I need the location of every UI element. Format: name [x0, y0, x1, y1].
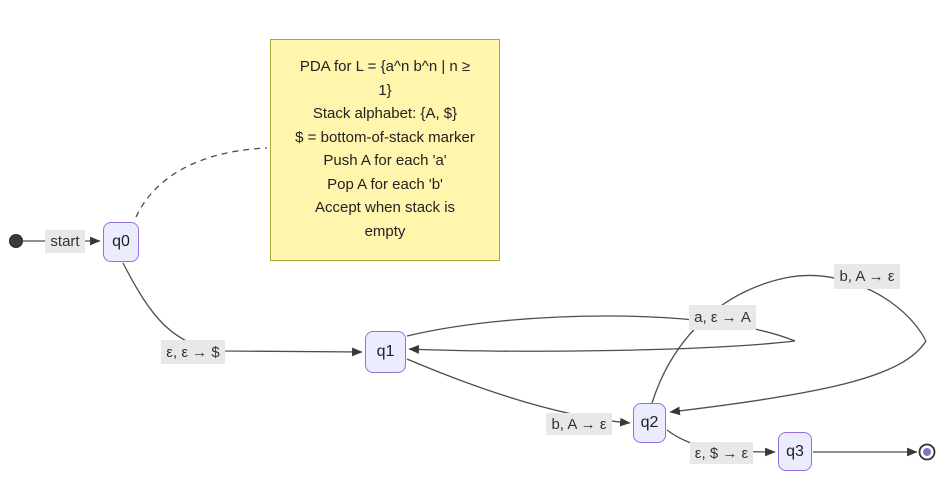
start-edge-label: start: [45, 230, 85, 253]
note-line: $ = bottom-of-stack marker: [295, 128, 475, 146]
edge-q1-selfloop-out: [406, 315, 796, 342]
note-line: PDA for L = {a^n b^n | n ≥: [299, 58, 471, 75]
note-line: Pop A for each 'b': [327, 175, 443, 193]
transition-label-q1-q2: b, A → ε: [546, 413, 612, 435]
edge-q2-selfloop-out: [651, 274, 927, 404]
pda-note-box: PDA for L = {a^n b^n | n ≥ 1} Stack alph…: [270, 39, 500, 261]
state-node-q0: q0: [103, 222, 139, 262]
transition-label-q0-q1: ε, ε → $: [161, 340, 225, 364]
edge-q2-selfloop-return: [669, 340, 927, 416]
edge-q0-to-q1: [122, 262, 363, 357]
note-line: Accept when stack is: [314, 199, 456, 216]
edge-q0-to-note-dashed: [135, 147, 268, 218]
note-line: Push A for each 'a': [323, 152, 447, 169]
start-state-dot: [9, 234, 23, 248]
note-line: Stack alphabet: {A, $}: [312, 105, 458, 122]
note-line: 1}: [378, 81, 392, 99]
note-line: empty: [364, 222, 406, 240]
edge-q1-selfloop-return: [408, 340, 796, 354]
transition-label-q1-selfloop: a, ε → A: [689, 305, 756, 330]
state-node-q1: q1: [365, 331, 406, 373]
transition-label-q2-q3: ε, $ → ε: [690, 442, 753, 464]
final-state-inner-dot: [923, 448, 931, 456]
transition-label-q2-selfloop: b, A → ε: [834, 264, 900, 289]
state-node-q3: q3: [778, 432, 812, 471]
state-node-q2: q2: [633, 403, 666, 443]
